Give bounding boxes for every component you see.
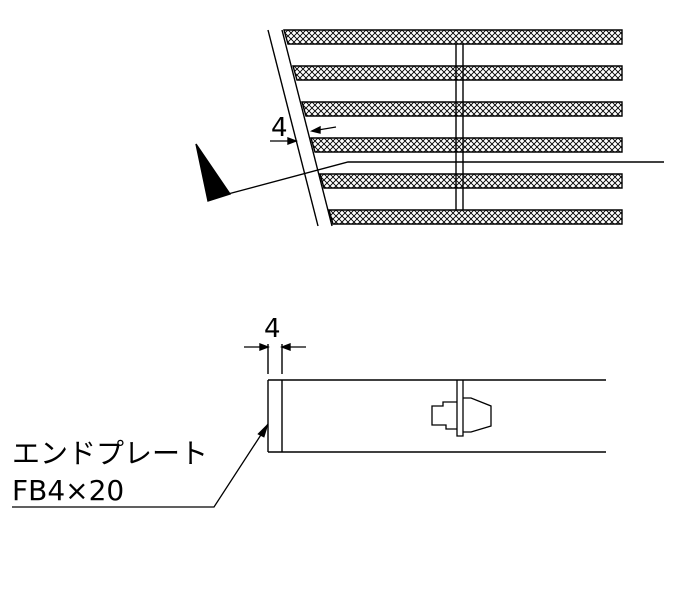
cross-bar-section [431,380,492,437]
dim-arrow-right [287,136,298,146]
leader-line [227,161,664,195]
bearing-bar [328,209,623,225]
bearing-bar [301,101,623,117]
bearing-bar [292,65,623,81]
callout-leader [12,423,269,508]
bottom-view [12,342,606,508]
dim-arrow-left [280,342,291,352]
bearing-bar [283,29,623,45]
bearing-bars [283,29,623,225]
dim-arrow-left [309,125,321,134]
dim-arrow-right [259,342,270,352]
bottom-dimension-value: 4 [264,314,281,344]
top-dimension-value: 4 [271,113,288,143]
top-view [195,29,664,227]
end-plate-outer-edge [267,29,319,227]
bearing-bar [310,137,623,153]
end-plate-inner-edge [281,29,333,227]
callout-name: エンドプレート [12,437,208,470]
bearing-bar [319,173,623,189]
callout-arrowhead [257,423,269,438]
callout-spec: FB4×20 [12,474,124,507]
leader-arrowhead [195,143,232,202]
